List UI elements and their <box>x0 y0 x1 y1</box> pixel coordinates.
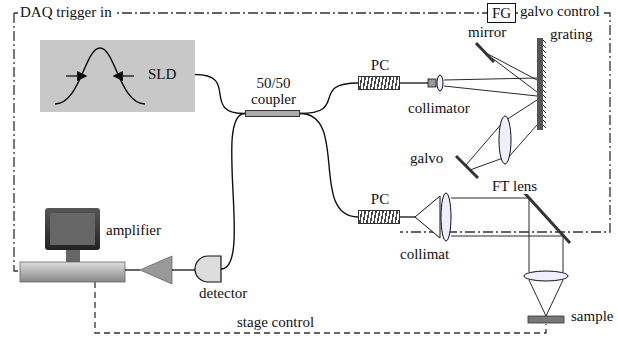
part-label: mirror <box>466 24 508 40</box>
optical-fiber <box>300 83 358 114</box>
detector: detector <box>195 256 221 282</box>
node-label: PC <box>360 191 400 207</box>
part-label: stage control <box>235 314 316 330</box>
part-label: DAQ trigger in <box>18 4 114 20</box>
part-label: sample <box>569 308 616 324</box>
node-label: detector <box>199 285 247 301</box>
sld-source: SLD <box>40 40 195 112</box>
part-label: FT lens <box>490 178 539 194</box>
part-label: galvo <box>408 150 445 166</box>
optical-fiber <box>195 75 245 114</box>
polarization-controller: PC <box>358 76 400 90</box>
node-label: SLD <box>148 66 176 82</box>
part-label: collimat <box>398 246 451 262</box>
node-label: 50/50 coupler <box>244 75 304 107</box>
node-label: PC <box>360 57 400 73</box>
node-label: FG <box>492 5 511 21</box>
part-label: galvo control <box>518 3 602 19</box>
function-generator: FG <box>487 3 516 23</box>
fiber-coupler: 50/50 coupler <box>245 110 300 117</box>
optical-fiber <box>300 114 358 218</box>
part-label: collimator <box>406 100 472 116</box>
part-label: amplifier <box>104 222 163 238</box>
polarization-controller: PC <box>358 210 400 224</box>
optical-fiber <box>221 114 245 270</box>
part-label: grating <box>548 26 595 42</box>
